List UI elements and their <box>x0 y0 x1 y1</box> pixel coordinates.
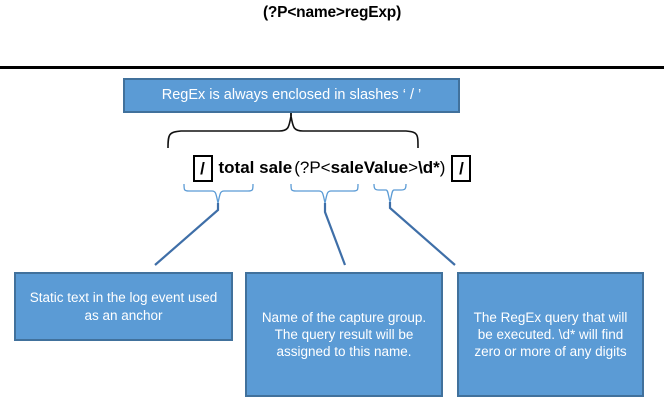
callout-regex-query[interactable]: The RegEx query that will be executed. \… <box>457 272 644 397</box>
regex-expression: / total sale(?P<saleValue>\d*) / <box>0 152 664 184</box>
anchor-text-token: total sale <box>218 158 293 177</box>
open-slash-token: / <box>192 154 213 182</box>
callout-static-text[interactable]: Static text in the log event used as an … <box>14 272 233 341</box>
brace-group-name <box>290 183 359 204</box>
callout-regex-query-label: The RegEx query that will be executed. \… <box>473 309 628 360</box>
leader-line-group-name <box>323 203 347 266</box>
group-close-token: > <box>408 158 419 177</box>
brace-pattern <box>373 183 407 203</box>
leader-line-pattern <box>388 202 456 266</box>
group-open-token: (?P< <box>294 158 331 177</box>
close-slash-token: / <box>451 154 472 182</box>
group-name-token: saleValue <box>330 158 409 177</box>
callout-static-text-label: Static text in the log event used as an … <box>29 290 218 323</box>
header-divider <box>0 66 664 69</box>
brace-top <box>167 113 419 149</box>
callout-capture-group-name-label: Name of the capture group. The query res… <box>261 309 427 360</box>
brace-anchor <box>183 183 254 204</box>
paren-close-token: ) <box>439 158 446 177</box>
leader-line-anchor <box>154 203 220 266</box>
page-title: (?P<name>regExp) <box>262 4 402 21</box>
callout-top-slashes[interactable]: RegEx is always enclosed in slashes ‘ / … <box>123 78 460 113</box>
callout-top-slashes-text: RegEx is always enclosed in slashes ‘ / … <box>161 87 422 104</box>
pattern-token: \d* <box>418 158 440 177</box>
callout-capture-group-name[interactable]: Name of the capture group. The query res… <box>245 272 443 397</box>
